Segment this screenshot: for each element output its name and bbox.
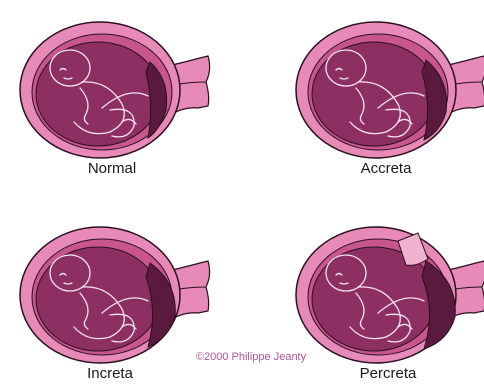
label-increta: Increta — [40, 365, 180, 383]
panel-accreta-illustration — [296, 22, 484, 158]
label-percreta: Percreta — [318, 365, 458, 383]
label-accreta: Accreta — [316, 160, 456, 178]
panel-percreta-illustration — [296, 227, 484, 363]
label-normal: Normal — [42, 160, 182, 178]
panel-increta-illustration — [20, 227, 210, 363]
copyright-notice: ©2000 Philippe Jeanty — [171, 350, 331, 364]
panel-normal-illustration — [20, 22, 210, 158]
